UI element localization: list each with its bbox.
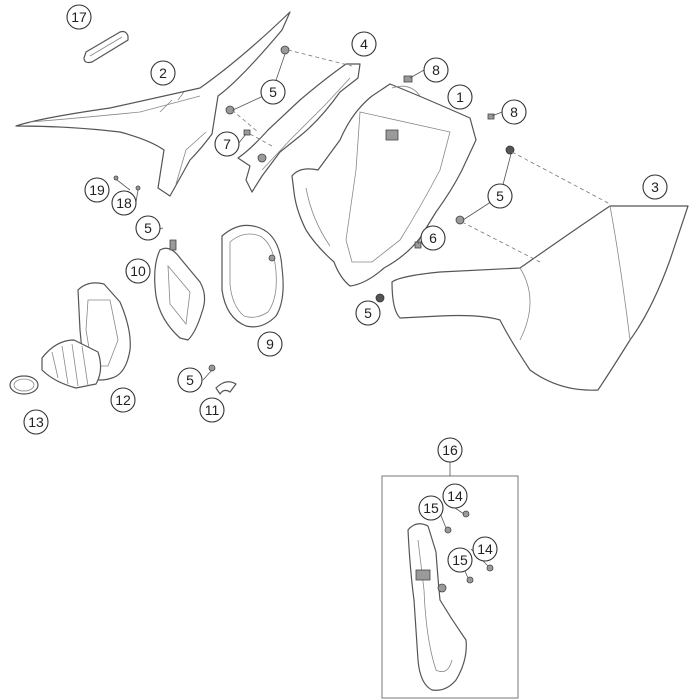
part-10-filter-cage[interactable] [154, 239, 206, 341]
callout-5-bottom: 5 [177, 367, 203, 393]
svg-text:8: 8 [432, 62, 440, 78]
callout-2: 2 [150, 60, 176, 86]
callout-13: 13 [23, 409, 49, 435]
callout-1: 1 [447, 84, 473, 110]
svg-text:15: 15 [452, 552, 468, 568]
svg-text:8: 8 [510, 104, 518, 120]
callout-11: 11 [199, 397, 225, 423]
callout-3: 3 [642, 174, 668, 200]
svg-text:15: 15 [423, 500, 439, 516]
callout-8-right: 8 [501, 99, 527, 125]
svg-text:19: 19 [89, 182, 105, 198]
svg-text:18: 18 [116, 195, 132, 211]
part-4-bracket[interactable] [237, 63, 361, 193]
callout-4: 4 [351, 31, 377, 57]
svg-text:13: 13 [28, 414, 44, 430]
part-3-right-side-cover[interactable] [391, 205, 689, 391]
callout-15-top: 15 [418, 495, 444, 521]
svg-text:9: 9 [266, 336, 274, 352]
svg-text:4: 4 [360, 36, 368, 52]
callout-6: 6 [420, 225, 446, 251]
svg-text:2: 2 [159, 65, 167, 81]
svg-text:5: 5 [364, 305, 372, 321]
callout-9: 9 [257, 331, 283, 357]
callout-5-mid: 5 [355, 300, 381, 326]
callout-5-top: 5 [260, 79, 286, 105]
intake-boot[interactable] [41, 339, 102, 389]
part-11-clip[interactable] [215, 381, 237, 395]
part-17-decal-strip[interactable] [83, 30, 129, 64]
callout-8-top: 8 [423, 57, 449, 83]
part-9-filter-cover[interactable] [221, 224, 284, 328]
callout-14-bottom: 14 [472, 536, 498, 562]
callout-18: 18 [111, 190, 137, 216]
callout-5-left: 5 [135, 215, 161, 241]
callout-16: 16 [437, 437, 463, 463]
svg-text:5: 5 [269, 84, 277, 100]
svg-text:5: 5 [186, 372, 194, 388]
svg-text:17: 17 [71, 9, 87, 25]
svg-text:6: 6 [429, 230, 437, 246]
svg-text:1: 1 [456, 89, 464, 105]
svg-text:14: 14 [447, 488, 463, 504]
part-2-left-side-cover[interactable] [15, 11, 291, 197]
callout-14-top: 14 [442, 483, 468, 509]
assembly-lines [231, 49, 611, 263]
svg-text:3: 3 [651, 179, 659, 195]
svg-text:5: 5 [496, 188, 504, 204]
svg-text:16: 16 [442, 442, 458, 458]
callout-12: 12 [110, 387, 136, 413]
callout-17: 17 [66, 4, 92, 30]
svg-text:5: 5 [144, 220, 152, 236]
callout-5-right: 5 [487, 183, 513, 209]
svg-text:10: 10 [130, 263, 146, 279]
part-13-clamp[interactable] [9, 375, 39, 395]
callout-7: 7 [214, 131, 240, 157]
part-16-inset [381, 462, 519, 699]
svg-text:14: 14 [477, 541, 493, 557]
callout-19: 19 [84, 177, 110, 203]
svg-text:12: 12 [115, 392, 131, 408]
svg-text:11: 11 [205, 402, 220, 418]
svg-text:7: 7 [223, 136, 231, 152]
callout-10: 10 [125, 258, 151, 284]
callout-15-bottom: 15 [447, 547, 473, 573]
